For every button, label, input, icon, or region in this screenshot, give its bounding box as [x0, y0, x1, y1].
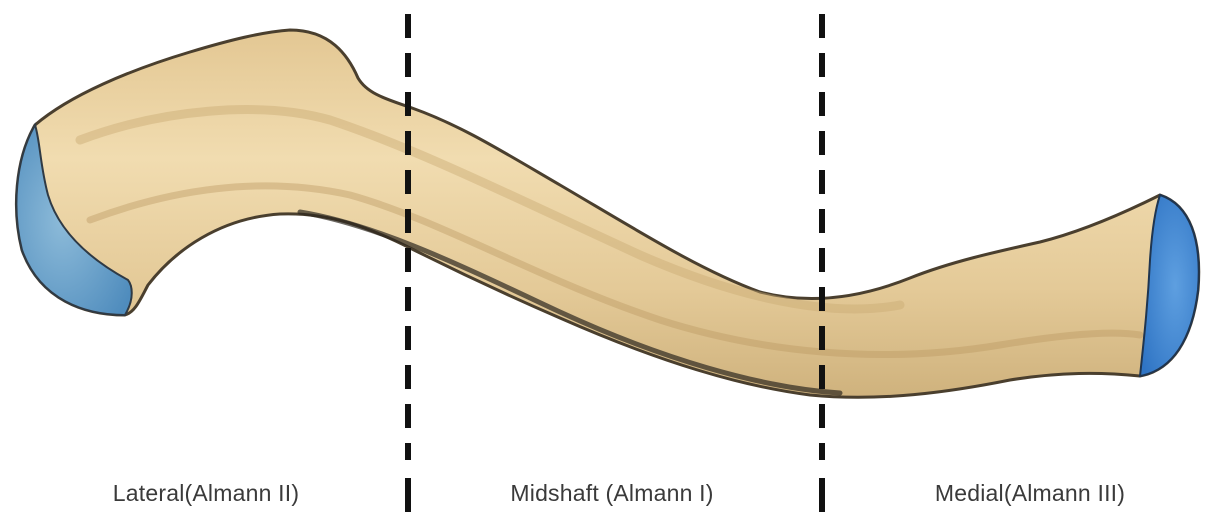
region-label-midshaft: Midshaft (Almann I) — [510, 480, 713, 507]
region-label-lateral: Lateral(Almann II) — [113, 480, 299, 507]
region-label-medial: Medial(Almann III) — [935, 480, 1125, 507]
